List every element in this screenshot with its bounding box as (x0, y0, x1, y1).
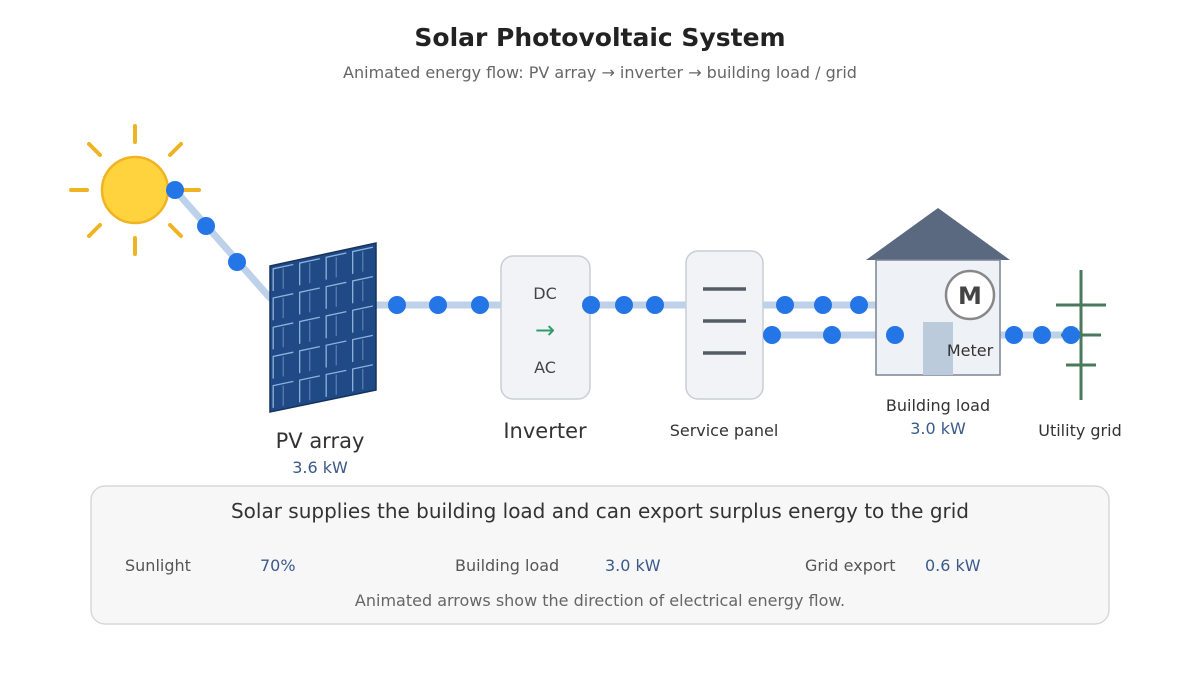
pv-cell (325, 311, 347, 339)
inverter-label: Inverter (503, 419, 587, 443)
pv-cell (352, 275, 373, 304)
pv-cell (272, 263, 294, 292)
status-note: Animated arrows show the direction of el… (355, 591, 845, 610)
pv-cell (272, 351, 294, 379)
flow-dot (646, 296, 664, 314)
pv-cell (299, 345, 320, 374)
flow-dot (850, 296, 868, 314)
page-title: Solar Photovoltaic System (414, 23, 785, 52)
flow-dot (429, 296, 447, 314)
sun-icon (69, 124, 201, 256)
meter-symbol: M (958, 282, 982, 310)
pv-cell (272, 322, 294, 350)
flow-dot (814, 296, 832, 314)
flow-dot (197, 217, 215, 235)
pv-array-value: 3.6 kW (292, 458, 348, 477)
pv-cell (325, 252, 347, 280)
pv-cell (352, 305, 373, 333)
sunlight-metric-value: 70% (260, 556, 296, 575)
flow-dot (776, 296, 794, 314)
flow-dots (166, 181, 1080, 344)
breaker-lines-icon (703, 287, 746, 355)
flow-dot (615, 296, 633, 314)
service-panel-box (685, 250, 764, 400)
inverter-box (500, 255, 591, 400)
meter-icon (944, 269, 996, 321)
building-load-metric-label: Building load (455, 556, 559, 575)
flow-dot (166, 181, 184, 199)
page-subtitle: Animated energy flow: PV array → inverte… (343, 63, 857, 82)
utility-grid-label: Utility grid (1038, 421, 1121, 440)
pv-cell (352, 334, 373, 362)
door-icon (923, 322, 953, 375)
pv-cell (299, 316, 320, 344)
pv-array-label: PV array (276, 429, 365, 453)
pv-cell (325, 340, 347, 368)
building-load-metric-value: 3.0 kW (605, 556, 661, 575)
inverter-arrow-icon: → (535, 316, 555, 344)
flow-dot (1033, 326, 1051, 344)
grid-export-metric-label: Grid export (805, 556, 896, 575)
status-card (90, 485, 1110, 625)
meter-label: Meter (947, 341, 994, 360)
service-panel-label: Service panel (670, 421, 779, 440)
pv-cell (325, 369, 347, 397)
pv-cell (325, 281, 347, 309)
building-load-value: 3.0 kW (910, 419, 966, 438)
flow-dot (388, 296, 406, 314)
pv-cell (352, 246, 373, 274)
flow-dot (228, 253, 246, 271)
pv-cell (299, 287, 320, 315)
flow-dot (471, 296, 489, 314)
pv-array-panel-icon (269, 242, 377, 413)
sun-ray-wire (171, 186, 274, 302)
sunlight-metric-label: Sunlight (125, 556, 191, 575)
flow-dot (886, 326, 904, 344)
flow-dot (763, 326, 781, 344)
flow-dot (823, 326, 841, 344)
status-headline: Solar supplies the building load and can… (231, 499, 969, 523)
pv-cell (272, 293, 294, 321)
pv-cell (272, 380, 294, 408)
pv-cell (352, 364, 373, 392)
pv-cell (299, 258, 320, 286)
inverter-dc-label: DC (533, 284, 557, 303)
flow-dot (1005, 326, 1023, 344)
grid-export-metric-value: 0.6 kW (925, 556, 981, 575)
flow-dot (582, 296, 600, 314)
building-load-label: Building load (886, 396, 990, 415)
flow-dot (1062, 326, 1080, 344)
inverter-ac-label: AC (534, 358, 556, 377)
pv-cell (299, 375, 320, 403)
